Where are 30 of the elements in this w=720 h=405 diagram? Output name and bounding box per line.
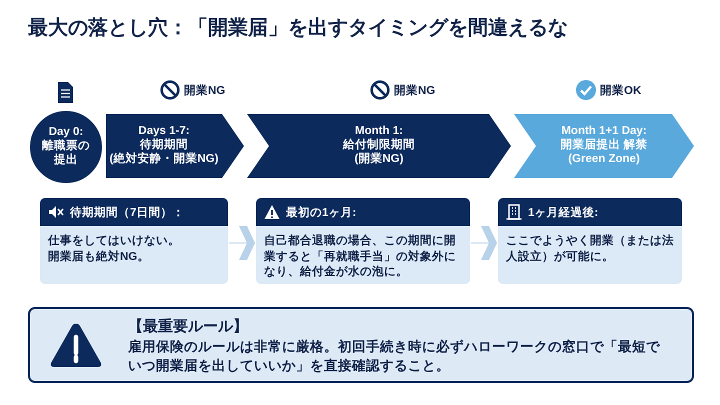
info-card bbox=[40, 198, 228, 284]
rule-text: 雇用保険のルールは非常に厳格。初回手続き時に必ずハローワークの窓口で「最短でいつ開業届を出していいか」を直接確認すること。 bbox=[128, 338, 661, 375]
step-label: (開業NG) bbox=[354, 152, 404, 167]
step-label: Days 1-7: bbox=[138, 125, 190, 138]
chevron-step bbox=[106, 114, 244, 178]
rule-heading: 【最重要ルール】 bbox=[128, 317, 248, 336]
title: 最大の落とし穴：「開業届」を出すタイミングを間違えるな bbox=[28, 16, 568, 41]
step-label: Month 1+1 Day: bbox=[561, 125, 647, 138]
step-label: 開業届提出 解禁 bbox=[560, 139, 648, 153]
step-label: 給付制限期間 bbox=[343, 139, 415, 152]
card-heading: 1ヶ月経過後: bbox=[528, 205, 598, 220]
card-heading: 最初の1ヶ月: bbox=[286, 205, 356, 220]
chevron-step bbox=[514, 114, 694, 178]
info-card bbox=[498, 198, 682, 284]
card-text: ここでようやく開業（または法人設立）が可能に。 bbox=[506, 234, 674, 265]
status-label: 開業NG bbox=[394, 83, 436, 98]
step-label: 待期期間 bbox=[140, 139, 188, 152]
step-label: 離職票の提出 bbox=[41, 140, 91, 168]
card-text: 仕事をしてはいけない。開業届も絶対NG。 bbox=[48, 234, 180, 265]
step-label: (絶対安静・開業NG) bbox=[110, 152, 218, 167]
rule-panel bbox=[28, 307, 694, 383]
chevron-step bbox=[247, 114, 511, 178]
card-heading: 待期期間（7日間）： bbox=[70, 205, 184, 220]
info-card bbox=[256, 198, 470, 284]
status-label: 開業OK bbox=[600, 83, 642, 98]
step-label: Month 1: bbox=[355, 125, 403, 138]
status-label: 開業NG bbox=[184, 83, 226, 98]
step-label: Day 0: bbox=[48, 126, 84, 139]
card-text: 自己都合退職の場合、この期間に開業すると「再就職手当」の対象外になり、給付金が水の泡に。 bbox=[264, 234, 457, 280]
step-label: (Green Zone) bbox=[568, 152, 640, 167]
